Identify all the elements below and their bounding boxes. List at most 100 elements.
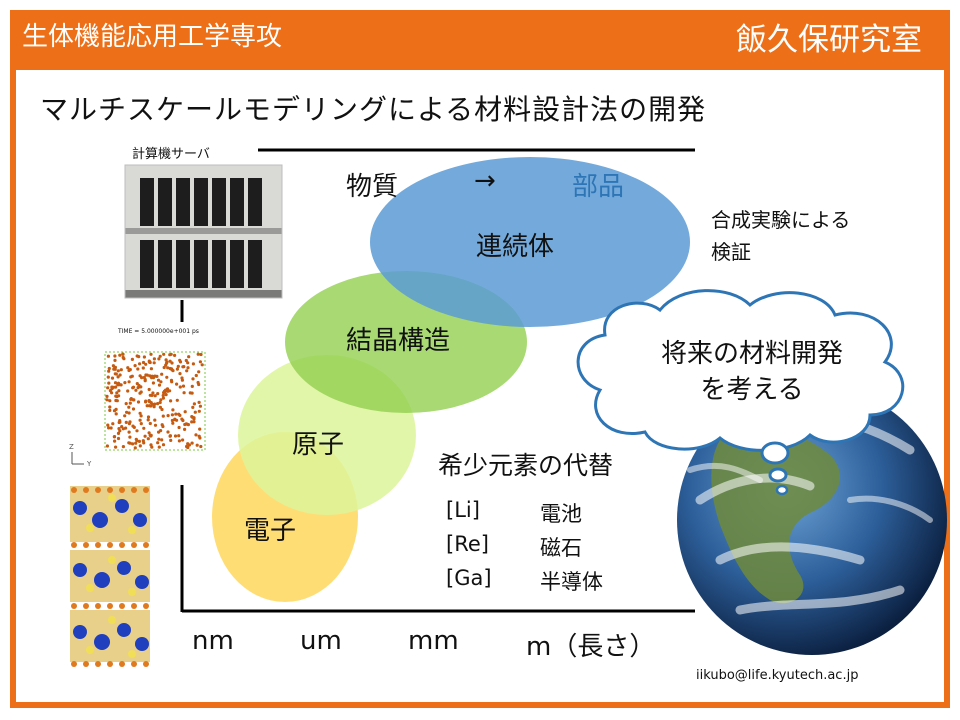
atom-dot [150,402,154,406]
atom-dot [106,375,110,379]
atom-dot [107,366,111,371]
atom-dot [161,396,165,400]
atom-dot [162,352,166,356]
atom-dot [106,423,110,427]
length-mm: mm [408,626,459,656]
atom-dot [121,355,125,360]
atom-dot [180,378,184,382]
atom-dot [192,402,196,406]
atom-dot [157,437,161,441]
scale-crystal: 結晶構造 [346,326,451,356]
atom-dot [195,443,199,447]
atom-simulation [104,351,206,451]
atom-dot [113,358,117,362]
atom-dot [131,442,135,446]
atom-dot [152,361,156,365]
atom-dot [116,381,121,385]
atom-dot [130,357,134,361]
atom-dot [144,362,148,366]
atom-dot [105,394,109,398]
atom-dot [185,444,189,449]
atom-dot [164,393,168,397]
atom-dot [157,383,162,387]
atom-dot [114,385,118,389]
atom-dot [142,355,146,359]
atom-dot [144,399,148,403]
atom-dot [200,363,204,367]
atom-dot [165,387,170,391]
flow-to: 部品 [572,172,625,202]
atom-dot [181,384,186,388]
atom-dot [146,418,150,422]
header-bar [10,10,950,70]
atom-dot [143,377,147,382]
atom-dot [108,408,112,412]
atom-dot [138,444,142,448]
atom-dot [185,422,189,426]
atom-dot [116,369,120,373]
atom-dot [110,385,114,389]
atom-dot [159,398,163,402]
element-li: [Li] [446,498,480,522]
atom-dot [145,404,149,408]
atom-dot [137,439,141,443]
atom-dot [127,441,131,445]
atom-dot [141,439,145,443]
atom-dot [114,372,118,376]
atom-dot [160,407,164,412]
atom-dot [157,445,161,449]
atom-dot [164,358,168,362]
atom-dot [164,363,168,367]
atom-dot [121,352,125,356]
atom-dot [131,385,136,389]
element-ga: [Ga] [446,566,492,590]
atom-dot [198,404,202,408]
atom-dot [127,430,131,434]
atom-dot [181,438,185,442]
axis-z-label: Z [69,443,74,451]
atom-dot [191,377,195,381]
atom-dot [161,443,166,447]
atom-dot [138,418,142,422]
atom-dot [118,353,122,357]
axis-y-label: Y [87,460,92,468]
atom-dot [192,417,196,421]
atom-dot [188,391,192,395]
atom-dot [151,391,155,395]
atom-dot [196,352,200,356]
atom-dot [160,438,164,442]
atom-dot [170,413,174,417]
atom-dot [107,369,111,373]
atom-dot [171,408,175,412]
verification-line-1: 合成実験による [711,208,851,232]
atom-dot [131,407,136,411]
atom-dot [106,386,110,390]
atom-dot [127,405,131,409]
atom-dot [119,368,123,372]
atom-dot [185,369,189,373]
atom-dot [169,399,173,403]
atom-dot [186,361,190,365]
atom-dot [147,399,151,403]
atom-dot [171,421,175,425]
atom-dot [105,444,109,448]
atom-dot [190,415,194,419]
atom-dot [128,368,132,372]
lab-name: 飯久保研究室 [736,22,922,58]
atom-dot [139,390,143,394]
atom-dot [134,441,138,445]
atom-dot [133,446,137,450]
atom-dot [158,400,162,405]
atom-dot [127,411,131,415]
atom-dot [137,355,141,359]
atom-dot [123,414,127,418]
atom-dot [147,404,152,408]
atom-dot [183,422,187,427]
scale-atom: 原子 [292,430,345,460]
atom-dot [169,438,173,442]
element-re: [Re] [446,532,489,556]
atom-dot [162,365,166,370]
slide-subtitle: マルチスケールモデリングによる材料設計法の開発 [40,93,707,126]
atom-dot [175,367,179,371]
atom-dot [196,380,200,385]
